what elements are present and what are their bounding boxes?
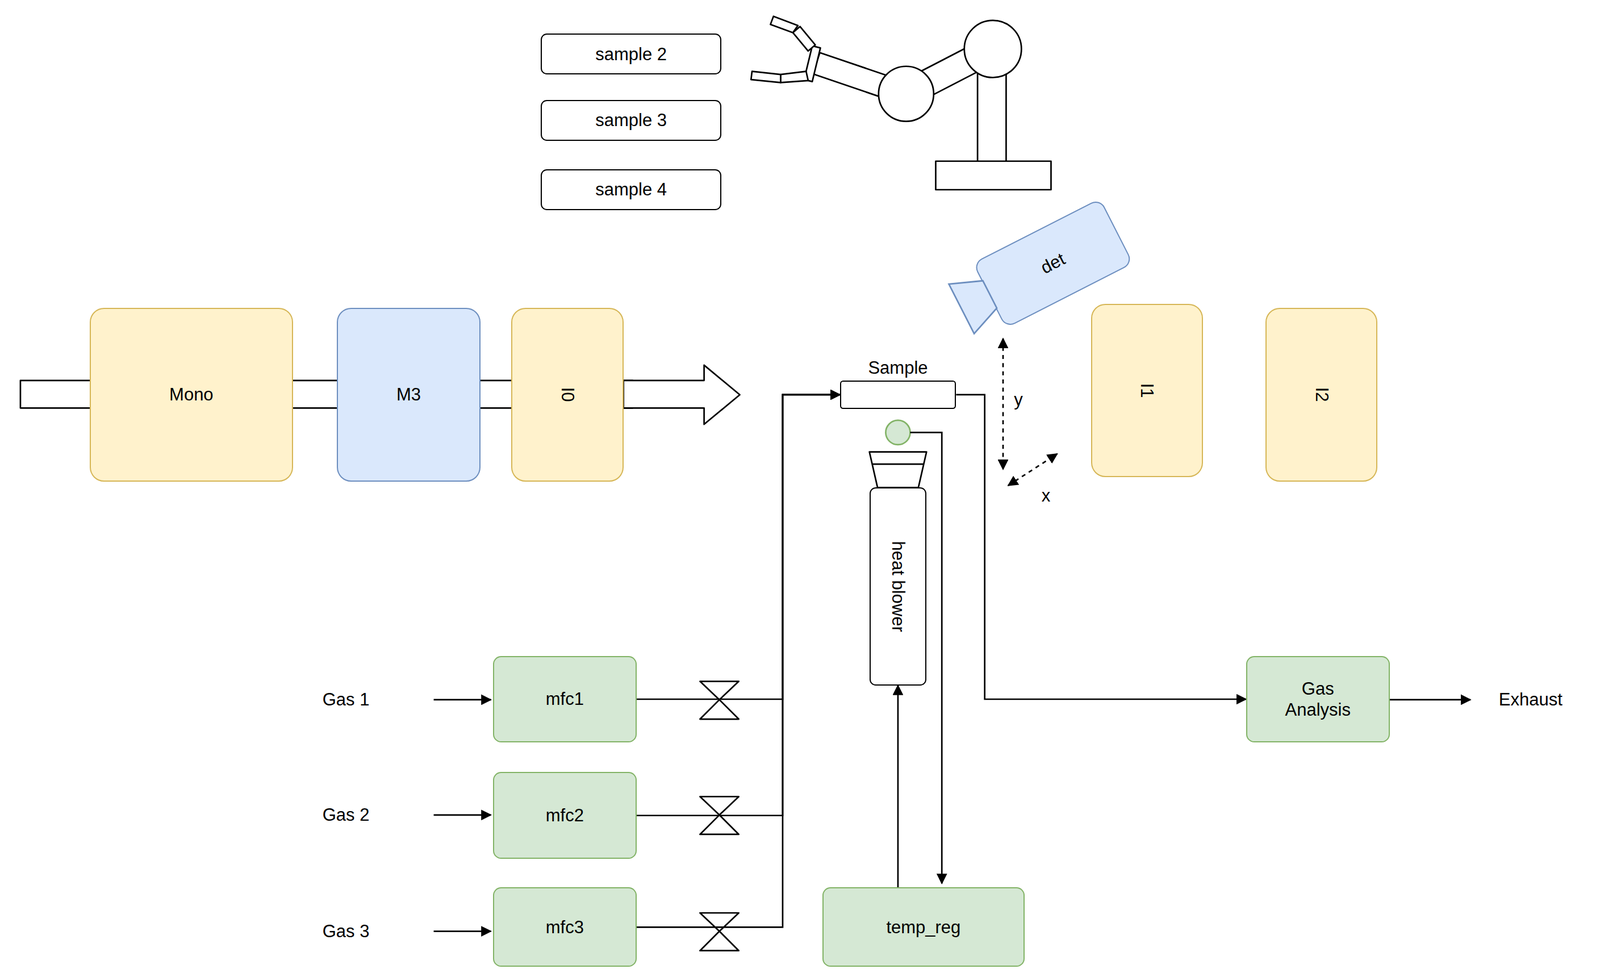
axis-label: y: [1012, 389, 1025, 411]
robot-finger: [792, 26, 816, 52]
node-text: mfc3: [545, 916, 584, 938]
monochromator: Mono: [89, 307, 294, 482]
node-text: temp_reg: [886, 916, 961, 938]
detector-lens: [944, 264, 1009, 338]
robot-finger-tip: [770, 16, 799, 33]
sample-slot: sample 3: [540, 99, 722, 141]
detector-lens-shape: [949, 269, 1003, 334]
node-text: det: [1037, 248, 1069, 279]
node-text: I2: [1310, 387, 1332, 403]
exhaust-arrow: [1389, 699, 1471, 701]
blower-nozzle: [869, 452, 927, 488]
flow-connector: [636, 394, 841, 927]
gas-inlet-arrow: [433, 930, 492, 933]
node-text: mfc2: [545, 804, 584, 826]
mirror-box: M3: [336, 307, 481, 482]
robot-shoulder: [964, 20, 1022, 78]
sample-slot: sample 4: [540, 169, 722, 211]
flow-connector: [636, 394, 841, 816]
axis-label: x: [1039, 485, 1053, 507]
ion-chamber: I0: [511, 307, 624, 482]
sample-holder: Sample: [840, 380, 957, 409]
temperature-regulator: temp_reg: [822, 887, 1025, 967]
ion-chamber: I1: [1091, 303, 1204, 478]
thermocouple: [885, 420, 910, 445]
beam-arrow: [623, 365, 741, 425]
robot-elbow: [878, 66, 934, 122]
node-text: Sample: [867, 357, 928, 379]
gas-inlet-arrow: [433, 699, 492, 701]
node-text: sample 2: [595, 43, 667, 65]
node-text: I0: [556, 387, 578, 403]
gas-label: Gas 3: [320, 920, 372, 942]
robot-base: [935, 161, 1051, 190]
node-text: I1: [1136, 383, 1158, 399]
gas-inlet-arrow: [433, 813, 492, 816]
robot-finger: [780, 71, 809, 83]
node-text: Gas Analysis: [1276, 678, 1359, 721]
robot-finger-tip: [750, 71, 781, 83]
gas-label: Gas 2: [320, 804, 372, 826]
exhaust-label: Exhaust: [1497, 688, 1565, 710]
gas-analyzer: Gas Analysis: [1246, 656, 1390, 743]
flow-connector: [636, 394, 841, 700]
flow-connector: [897, 685, 900, 888]
node-text: sample 3: [595, 109, 667, 131]
heat-blower: heat blower: [869, 487, 927, 685]
node-text: heat blower: [887, 540, 909, 632]
valve-symbol: [699, 912, 739, 951]
ion-chamber: I2: [1265, 307, 1378, 482]
mass-flow-controller: mfc1: [493, 656, 637, 743]
y-axis-arrow: [1002, 338, 1005, 470]
valve-symbol: [699, 681, 739, 720]
sample-slot: sample 2: [540, 33, 722, 75]
gas-label: Gas 1: [320, 688, 372, 710]
mass-flow-controller: mfc3: [493, 887, 637, 967]
robot-column: [977, 71, 1006, 162]
node-text: M3: [396, 383, 421, 405]
node-text: mfc1: [545, 688, 584, 710]
x-axis-arrow: [1008, 453, 1058, 486]
node-text: Mono: [169, 383, 214, 405]
nozzle-rim: [872, 463, 924, 466]
node-text: sample 4: [595, 178, 667, 200]
mass-flow-controller: mfc2: [493, 771, 637, 859]
